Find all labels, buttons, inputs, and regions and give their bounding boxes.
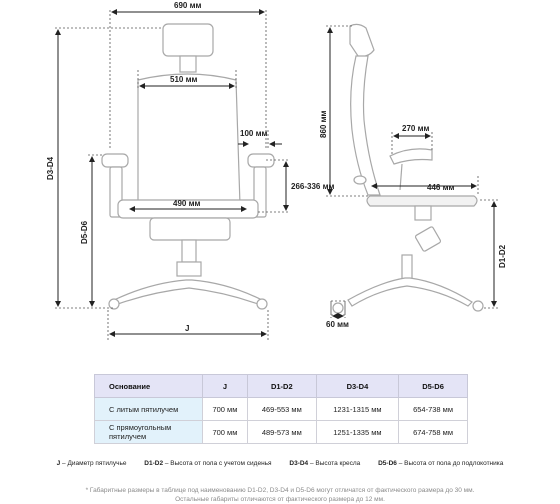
cell-j: 700 мм [202, 397, 248, 421]
cell-d3-d4: 1251-1335 мм [315, 420, 400, 444]
chair-dimension-diagram: 690 мм 510 мм 100 мм 266-336 мм 490 мм D… [46, 1, 507, 340]
legend-item: D3-D4 – Высота кресла [289, 460, 361, 467]
cell-d5-d6: 674-758 мм [398, 420, 468, 444]
spec-table: Основание J D1-D2 D3-D4 D5-D6 С литым пя… [94, 374, 468, 444]
base-diameter-label: J [185, 324, 189, 333]
cell-base: С прямоугольным пятилучем [94, 420, 203, 444]
side-view-chair [332, 23, 484, 314]
cell-base: С литым пятилучем [94, 397, 203, 421]
legend-item: J – Диаметр пятилучье [56, 460, 127, 467]
wheel-size-label: 60 мм [326, 320, 349, 329]
total-height-label: D3-D4 [46, 156, 55, 180]
armrest-depth-label: 270 мм [402, 124, 429, 133]
cell-d3-d4: 1231-1315 мм [315, 397, 400, 421]
table-row: С литым пятилучем 700 мм 469-553 мм 1231… [94, 397, 468, 421]
back-width-label: 510 мм [170, 75, 197, 84]
armrest-height-label: 266-336 мм [291, 182, 335, 191]
seat-depth-label: 446 мм [427, 183, 454, 192]
cell-d1-d2: 469-553 мм [246, 397, 317, 421]
table-header-row: Основание J D1-D2 D3-D4 D5-D6 [94, 374, 468, 398]
header-base: Основание [94, 374, 203, 398]
cell-d5-d6: 654-738 мм [398, 397, 468, 421]
cell-d1-d2: 489-573 мм [246, 420, 317, 444]
seat-floor-height-label: D1-D2 [498, 244, 507, 268]
armrest-floor-height-label: D5-D6 [80, 220, 89, 244]
header-d1-d2: D1-D2 [246, 374, 317, 398]
legend: J – Диаметр пятилучье D1-D2 – Высота от … [0, 460, 560, 467]
header-d5-d6: D5-D6 [398, 374, 468, 398]
seat-width-label: 490 мм [173, 199, 200, 208]
legend-item: D5-D6 – Высота от пола до подлокотника [378, 460, 504, 467]
footnote: Остальные габариты отличаются от фактиче… [175, 496, 385, 503]
header-d3-d4: D3-D4 [315, 374, 400, 398]
overall-width-label: 690 мм [174, 1, 201, 10]
side-view-dimensions: 860 мм 270 мм 446 мм D1-D2 60 мм [319, 25, 507, 329]
front-view-dimensions: 690 мм 510 мм 100 мм 266-336 мм 490 мм D… [46, 1, 335, 340]
cell-j: 700 мм [202, 420, 248, 444]
front-view-chair [101, 23, 275, 310]
legend-item: D1-D2 – Высота от пола с учетом сиденья [144, 460, 272, 467]
armrest-width-label: 100 мм [240, 129, 267, 138]
footnote: * Габаритные размеры в таблице под наиме… [85, 487, 475, 494]
table-row: С прямоугольным пятилучем 700 мм 489-573… [94, 420, 468, 444]
header-j: J [202, 374, 248, 398]
back-height-label: 860 мм [319, 111, 328, 138]
